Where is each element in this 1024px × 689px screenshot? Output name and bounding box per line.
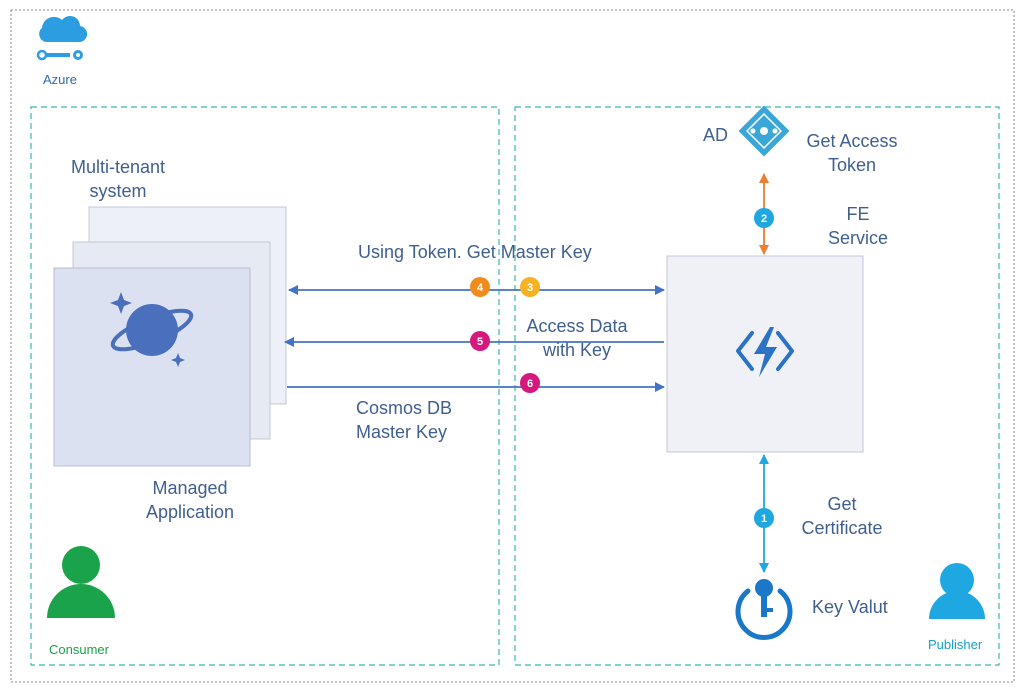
azure-ad-icon bbox=[738, 105, 790, 157]
step-badge-4-circle bbox=[470, 277, 490, 297]
consumer-label: Consumer bbox=[49, 642, 109, 657]
ad-label: AD bbox=[703, 125, 729, 145]
consumer-region bbox=[30, 106, 500, 666]
step-badge-2-circle bbox=[754, 208, 774, 228]
publisher-region bbox=[514, 106, 1000, 666]
azure-function-icon bbox=[736, 327, 794, 377]
step-badge-2-number: 2 bbox=[761, 213, 767, 225]
step-badge-2: 2 bbox=[754, 208, 774, 228]
step-badge-1-number: 1 bbox=[761, 513, 767, 525]
step-badge-3-circle bbox=[520, 277, 540, 297]
step-badge-4-number: 4 bbox=[477, 282, 484, 294]
get-master-key-label: Using Token. Get Master Key bbox=[358, 242, 592, 262]
step-badge-1: 1 bbox=[754, 508, 774, 528]
step-badge-3-number: 3 bbox=[527, 282, 533, 294]
step-badge-5-number: 5 bbox=[477, 336, 483, 348]
step-badge-1-circle bbox=[754, 508, 774, 528]
key-vault-label: Key Valut bbox=[812, 597, 888, 617]
publisher-person-icon bbox=[929, 563, 985, 619]
get-access-token-label: Get Access Token bbox=[806, 131, 898, 175]
publisher-label: Publisher bbox=[928, 637, 983, 652]
azure-cloud-icon bbox=[36, 16, 88, 61]
step-badge-6: 6 bbox=[520, 373, 540, 393]
managed-application-label: Managed Application bbox=[145, 478, 235, 522]
step-badge-6-number: 6 bbox=[527, 378, 533, 390]
step-badge-3: 3 bbox=[520, 277, 540, 297]
get-certificate-label: Get Certificate bbox=[801, 494, 883, 538]
step-badge-6-circle bbox=[520, 373, 540, 393]
outer-frame bbox=[10, 9, 1015, 683]
azure-label: Azure bbox=[43, 72, 77, 87]
access-data-label: Access Data with Key bbox=[526, 316, 628, 360]
cosmos-db-icon bbox=[110, 292, 194, 367]
step-badge-5-circle bbox=[470, 331, 490, 351]
fe-service-label: FE Service bbox=[827, 204, 889, 248]
key-vault-icon bbox=[735, 579, 793, 640]
managed-app-box-front bbox=[53, 267, 251, 467]
consumer-person-icon bbox=[47, 546, 115, 618]
cosmos-master-key-label: Cosmos DB Master Key bbox=[356, 398, 453, 442]
step-badge-5: 5 bbox=[470, 331, 490, 351]
step-badge-4: 4 bbox=[470, 277, 490, 297]
multi-tenant-label: Multi-tenant system bbox=[70, 157, 166, 201]
